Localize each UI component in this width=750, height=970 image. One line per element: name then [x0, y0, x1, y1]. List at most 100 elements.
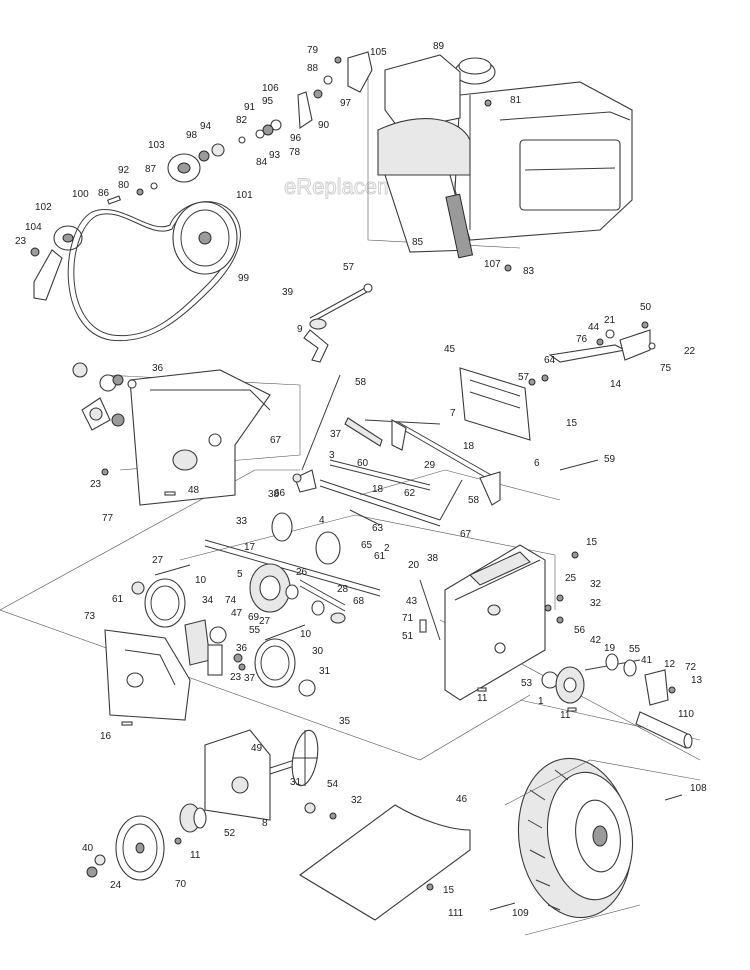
callout-42: 42	[590, 635, 602, 646]
callout-9: 9	[297, 324, 303, 335]
callout-32: 32	[590, 598, 602, 609]
callout-59: 59	[604, 454, 616, 465]
callout-23: 23	[15, 236, 27, 247]
callout-103: 103	[148, 140, 165, 151]
callout-32: 32	[590, 579, 602, 590]
callout-97: 97	[340, 98, 352, 109]
callout-27: 27	[259, 616, 271, 627]
callout-36: 36	[236, 643, 248, 654]
plate-73	[104, 629, 191, 721]
axle-tube-110	[635, 711, 693, 749]
callout-105: 105	[370, 47, 387, 58]
callout-76: 76	[576, 334, 588, 345]
belt-drive-assembly	[30, 51, 373, 342]
lower-left-plate	[104, 629, 191, 726]
callout-46: 46	[456, 794, 468, 805]
callout-67: 67	[460, 529, 472, 540]
callout-85: 85	[412, 237, 424, 248]
deflector-plate-46	[299, 804, 471, 921]
callout-37: 37	[330, 429, 342, 440]
callout-33: 33	[236, 516, 248, 527]
callout-49: 49	[251, 743, 263, 754]
callout-67: 67	[270, 435, 282, 446]
panel-45	[459, 367, 531, 441]
callout-86: 86	[98, 188, 110, 199]
callout-10: 10	[300, 629, 312, 640]
callout-88: 88	[307, 63, 319, 74]
callout-15: 15	[586, 537, 598, 548]
callout-90: 90	[318, 120, 330, 131]
auger-drive-housing	[174, 729, 337, 845]
callout-32: 32	[351, 795, 363, 806]
callout-12: 12	[664, 659, 676, 670]
drive-shaft-assembly	[131, 512, 381, 697]
callout-13: 13	[691, 675, 703, 686]
callout-87: 87	[145, 164, 157, 175]
pulley-70	[86, 815, 165, 881]
callout-104: 104	[25, 222, 42, 233]
callout-25: 25	[565, 573, 577, 584]
callout-23: 23	[90, 479, 102, 490]
callout-62: 62	[404, 488, 416, 499]
engine-shroud-89	[384, 54, 461, 131]
callout-11: 11	[560, 710, 571, 721]
callout-55: 55	[249, 625, 261, 636]
callout-48: 48	[188, 485, 200, 496]
callout-58: 58	[468, 495, 480, 506]
callout-61: 61	[112, 594, 124, 605]
callout-81: 81	[510, 95, 522, 106]
callout-10: 10	[195, 575, 207, 586]
callout-11: 11	[477, 693, 488, 704]
callout-71: 71	[402, 613, 414, 624]
left-side-plate-77	[129, 369, 271, 506]
callout-11: 11	[190, 850, 201, 861]
callout-26: 26	[296, 567, 308, 578]
right-side-plate	[444, 544, 546, 701]
callout-80: 80	[118, 180, 130, 191]
callout-91: 91	[244, 102, 256, 113]
callout-22: 22	[684, 346, 696, 357]
callout-5: 5	[237, 569, 243, 580]
shift-rod-assembly	[303, 283, 373, 363]
control-bracket-assembly	[459, 321, 656, 441]
left-frame-assembly	[72, 362, 271, 506]
callout-31: 31	[290, 777, 302, 788]
callout-93: 93	[269, 150, 281, 161]
callout-30: 30	[312, 646, 324, 657]
callout-82: 82	[236, 115, 248, 126]
callout-3: 3	[329, 450, 335, 461]
callout-60: 60	[357, 458, 369, 469]
callout-7: 7	[450, 408, 456, 419]
housing-8	[204, 729, 271, 821]
callout-102: 102	[35, 202, 52, 213]
chute-housing	[377, 118, 471, 176]
callout-72: 72	[685, 662, 697, 673]
callout-43: 43	[406, 596, 418, 607]
callout-18: 18	[463, 441, 475, 452]
callout-15: 15	[566, 418, 578, 429]
callout-68: 68	[353, 596, 365, 607]
bracket-105	[347, 51, 373, 93]
callout-23: 23	[230, 672, 242, 683]
callout-1: 1	[538, 696, 544, 707]
callout-53: 53	[521, 678, 533, 689]
callout-74: 74	[225, 595, 237, 606]
callout-14: 14	[610, 379, 622, 390]
callout-56: 56	[574, 625, 586, 636]
wheel-tire-109	[489, 757, 701, 936]
callout-34: 34	[202, 595, 214, 606]
callout-52: 52	[224, 828, 236, 839]
callout-54: 54	[327, 779, 339, 790]
callout-89: 89	[433, 41, 445, 52]
callout-69: 69	[248, 612, 260, 623]
callout-100: 100	[72, 189, 89, 200]
callout-4: 4	[319, 515, 325, 526]
callout-47: 47	[231, 608, 243, 619]
callout-99: 99	[238, 273, 250, 284]
shafts-and-rods	[292, 374, 599, 527]
callout-78: 78	[289, 147, 301, 158]
callout-19: 19	[604, 643, 616, 654]
callout-36: 36	[152, 363, 164, 374]
callout-18: 18	[372, 484, 384, 495]
callout-65: 65	[361, 540, 373, 551]
